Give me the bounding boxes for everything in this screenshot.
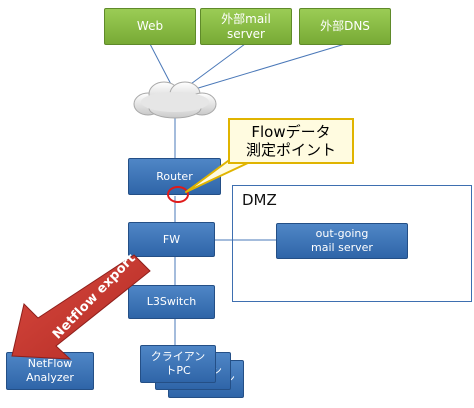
flow-measurement-callout: Flowデータ 測定ポイント xyxy=(228,118,354,164)
mail-out-node: out-going mail server xyxy=(276,223,408,259)
external-dns-node: 外部DNS xyxy=(299,8,391,45)
dmz-label: DMZ xyxy=(242,191,277,209)
external-mail-node: 外部mail server xyxy=(200,8,292,45)
dns-to-internet-line xyxy=(184,43,346,93)
dmz-zone xyxy=(232,185,472,302)
client-pc-node: クライアン トPC xyxy=(140,345,216,383)
web-node: Web xyxy=(104,8,196,45)
measurement-point-marker xyxy=(167,186,189,203)
internet-cloud-icon xyxy=(133,81,217,119)
l3switch-node: L3Switch xyxy=(128,285,215,319)
fw-node: FW xyxy=(128,222,215,257)
